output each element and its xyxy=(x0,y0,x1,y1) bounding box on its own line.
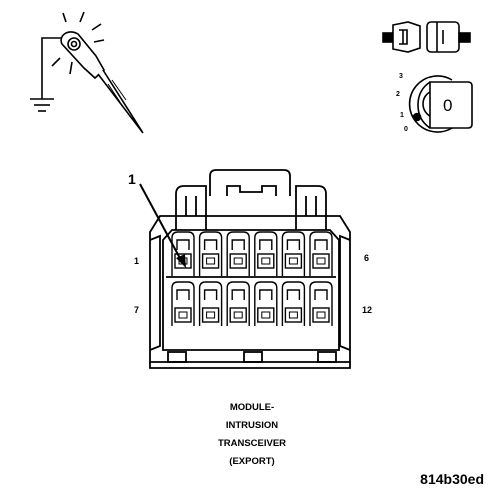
pin-cavity-12 xyxy=(309,281,333,326)
connector-face xyxy=(149,169,351,369)
caption-line-2: INTRUSION xyxy=(226,420,278,431)
caption-line-4: (EXPORT) xyxy=(229,456,274,467)
connector-plug-icon xyxy=(382,21,471,53)
figure-id: 814b30ed xyxy=(420,471,484,487)
connector-cavities xyxy=(171,231,333,326)
pin-label-12: 12 xyxy=(362,305,372,315)
pin-cavity-6 xyxy=(309,231,333,276)
ignition-switch-icon: 3 2 1 0 0 xyxy=(396,73,473,133)
ignition-position-0: 0 xyxy=(404,126,408,133)
pin-cavity-1 xyxy=(171,231,195,276)
pin-label-7: 7 xyxy=(134,305,139,315)
test-light-probe-icon xyxy=(41,11,144,134)
pin-cavity-2 xyxy=(198,231,223,276)
pin-cavity-5 xyxy=(281,231,306,276)
pin-cavity-7 xyxy=(171,281,195,326)
ignition-key-label: 0 xyxy=(443,96,452,115)
ignition-position-3: 3 xyxy=(399,73,403,80)
pin-label-6: 6 xyxy=(364,253,369,263)
pin-cavity-10 xyxy=(254,281,278,326)
pin-label-1: 1 xyxy=(134,256,139,266)
callout-leader xyxy=(139,183,186,268)
pin-cavity-9 xyxy=(226,281,250,326)
ignition-position-1: 1 xyxy=(400,112,404,119)
caption-line-1: MODULE- xyxy=(230,402,274,413)
component-caption: MODULE- INTRUSION TRANSCEIVER (EXPORT) xyxy=(218,402,286,467)
callout-number: 1 xyxy=(128,171,136,187)
pin-cavity-8 xyxy=(198,281,223,326)
caption-line-3: TRANSCEIVER xyxy=(218,438,286,449)
pin-cavity-4 xyxy=(254,231,278,276)
pin-cavity-3 xyxy=(226,231,250,276)
ignition-position-2: 2 xyxy=(396,91,400,98)
ground-symbol-icon xyxy=(30,92,54,112)
pin-cavity-11 xyxy=(281,281,306,326)
